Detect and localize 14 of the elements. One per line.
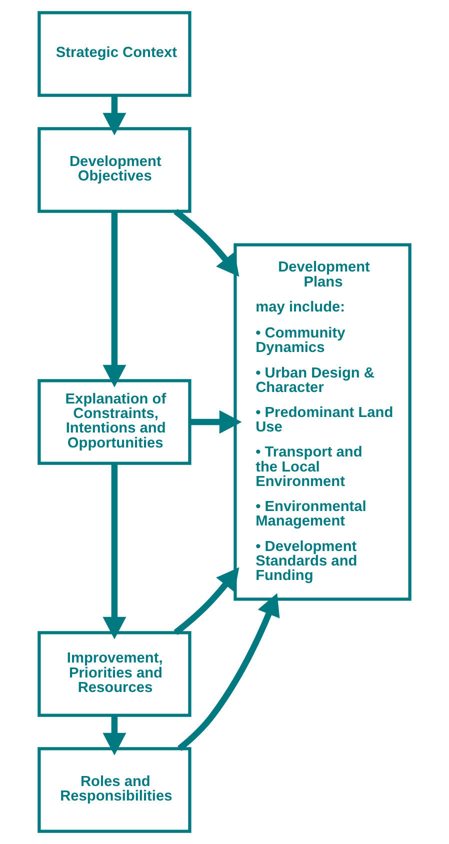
node-box: Development Objectives bbox=[38, 127, 192, 213]
arrow bbox=[174, 567, 240, 636]
arrow bbox=[178, 593, 280, 751]
node-box: Development Plans may include: • Community Dynamics • Urban Design & Character • Predominant Land Use • Transport and the Local Environment • Environmental Management • Development Standards and Funding bbox=[234, 243, 412, 601]
node-box: Strategic Context bbox=[38, 11, 192, 97]
arrow bbox=[102, 463, 126, 640]
arrow bbox=[190, 410, 242, 434]
arrow bbox=[102, 96, 126, 136]
arrow bbox=[102, 716, 126, 756]
arrow bbox=[174, 208, 240, 277]
arrow bbox=[102, 212, 126, 388]
node-box: Improvement, Priorities and Resources bbox=[38, 631, 192, 717]
node-box: Roles and Responsibilities bbox=[38, 747, 192, 833]
node-box: Explanation of Constraints, Intentions and Opportunities bbox=[38, 379, 192, 465]
